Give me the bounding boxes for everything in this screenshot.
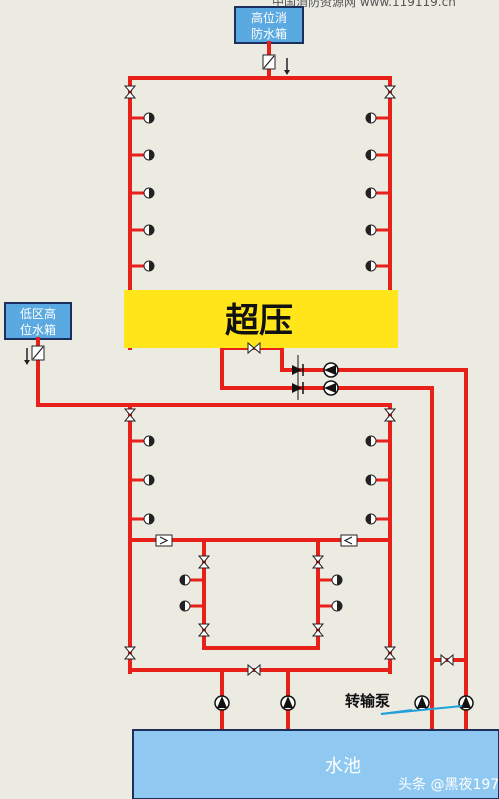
hydrant-head [130,474,155,486]
transfer-pump-label: 转输泵 [345,692,390,710]
gate-valve [383,646,397,660]
gate-valve [440,653,454,667]
hydrant-head [365,474,390,486]
pump [414,695,430,711]
high-tank-label-line1: 高位消 [251,10,287,25]
water-pool: 水池 [132,729,499,799]
transfer-pump-pointer-b [380,705,463,715]
gate-valve [123,646,137,660]
overpressure-zone: 超压 [124,290,398,348]
hydrant-head [365,513,390,525]
check-valve-high [262,54,290,75]
hydrant-head [130,187,155,199]
gate-valve [197,555,211,569]
gate-valve [197,623,211,637]
hydrant-head [130,149,155,161]
gate-valve [383,408,397,422]
valves [123,85,454,677]
pumps [214,362,474,711]
gate-valve [247,663,261,677]
hydrant-head [130,513,155,525]
hydrant-head [318,574,343,586]
hydrant-head [318,600,343,612]
hydrant-head [365,112,390,124]
hydrant-heads [130,112,390,612]
gate-valve [311,623,325,637]
gate-valve [383,85,397,99]
watermark-top: 中国消防资源网 www.119119.cn [272,0,456,9]
high-level-tank: 高位消 防水箱 [234,6,304,44]
hydrant-head [130,435,155,447]
pipe-network [36,41,468,734]
low-tank-label-line2: 位水箱 [20,322,56,337]
hydrant-head [365,224,390,236]
pump [214,695,230,711]
hydrant-head [365,149,390,161]
gate-valve [123,408,137,422]
hydrant-head [130,112,155,124]
hydrant-head [365,260,390,272]
pressure-reducing-valve-left [155,534,173,547]
hydrant-head [179,574,204,586]
hydrant-head [130,224,155,236]
pump-check-valves [292,355,304,400]
pump [280,695,296,711]
low-tank-label-line1: 低区高 [20,306,56,321]
high-tank-label-line2: 防水箱 [251,26,287,41]
gate-valve [311,555,325,569]
pool-label: 水池 [325,756,361,777]
hydrant-head [365,435,390,447]
hydrant-head [130,260,155,272]
check-valve-low [24,345,45,365]
watermark-bottom: 头条 @黑夜1975 [398,776,499,793]
gate-valve [123,85,137,99]
pressure-reducing-valve-right [340,534,358,547]
low-zone-tank: 低区高 位水箱 [4,302,72,340]
hydrant-head [179,600,204,612]
pump [458,695,474,711]
overpressure-label: 超压 [225,301,293,341]
pump [323,380,339,396]
pump [323,362,339,378]
hydrant-head [365,187,390,199]
gate-valve [247,341,261,355]
